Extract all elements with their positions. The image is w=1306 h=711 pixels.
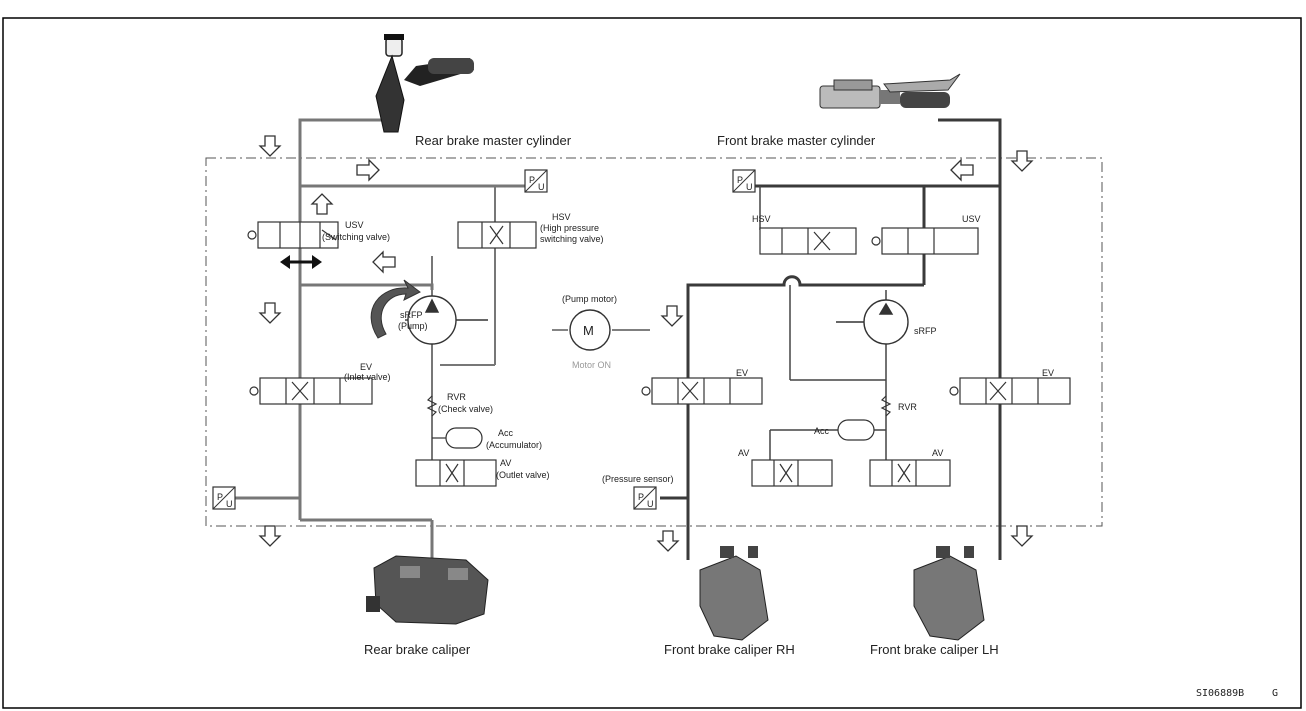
srfp-left-label: sRFP xyxy=(400,310,423,320)
front-hsv-valve xyxy=(759,227,857,255)
acc-left-sublabel: (Accumulator) xyxy=(486,440,542,450)
front-caliper-rh-label: Front brake caliper RH xyxy=(664,642,795,657)
front-caliper-pressure-sensor: P U xyxy=(633,486,657,510)
motor-on-label: Motor ON xyxy=(572,360,611,370)
flow-arrow-down-icon xyxy=(259,302,281,324)
rear-av-valve xyxy=(415,459,497,487)
front-master-cylinder-label: Front brake master cylinder xyxy=(717,133,876,148)
flow-arrow-right-icon xyxy=(356,159,380,181)
rear-hsv-valve xyxy=(457,221,537,249)
srfp-right-label: sRFP xyxy=(914,326,937,336)
rear-caliper-label: Rear brake caliper xyxy=(364,642,471,657)
rear-master-pressure-sensor: P U xyxy=(524,169,548,193)
front-ev-valve-lh xyxy=(949,377,1071,405)
svg-text:U: U xyxy=(647,499,654,509)
pump-motor-label: (Pump motor) xyxy=(562,294,617,304)
front-av-valve-lh xyxy=(869,459,951,487)
front-master-cylinder-illustration xyxy=(819,73,961,109)
outer-border xyxy=(2,17,1302,709)
flow-arrow-left-icon xyxy=(950,159,974,181)
ev-right-a-label: EV xyxy=(736,368,748,378)
svg-text:P: P xyxy=(217,492,223,502)
hsv-right-label: HSV xyxy=(752,214,771,224)
rear-caliper-illustration xyxy=(366,555,489,625)
acc-right-label: Acc xyxy=(814,426,830,436)
ev-left-label: EV xyxy=(360,362,372,372)
svg-text:U: U xyxy=(538,182,545,192)
rear-ev-valve xyxy=(249,377,373,405)
rvr-left-sublabel: (Check valve) xyxy=(438,404,493,414)
front-caliper-rh-illustration xyxy=(699,546,769,641)
flow-arrow-up-icon xyxy=(311,193,333,215)
av-right-b-label: AV xyxy=(932,448,943,458)
front-ev-valve-rh xyxy=(641,377,763,405)
ev-left-sublabel: (Inlet valve) xyxy=(344,372,391,382)
front-master-pressure-sensor: P U xyxy=(732,169,756,193)
svg-text:P: P xyxy=(737,175,743,185)
front-rvr-spring xyxy=(880,395,892,417)
hsv-left-sub2: switching valve) xyxy=(540,234,604,244)
flow-arrow-left-icon xyxy=(372,251,396,273)
rvr-right-label: RVR xyxy=(898,402,917,412)
hsv-left-sub1: (High pressure xyxy=(540,223,599,233)
ev-right-b-label: EV xyxy=(1042,368,1054,378)
svg-text:P: P xyxy=(529,175,535,185)
flow-arrow-down-icon xyxy=(1011,525,1033,547)
flow-arrow-down-icon xyxy=(259,135,281,157)
usv-left-label: USV xyxy=(345,220,364,230)
front-accumulator xyxy=(837,419,875,441)
double-arrow-icon xyxy=(280,255,322,269)
rear-caliper-pressure-sensor: P U xyxy=(212,486,236,510)
hsv-left-label: HSV xyxy=(552,212,571,222)
srfp-left-sublabel: (Pump) xyxy=(398,321,428,331)
av-left-label: AV xyxy=(500,458,511,468)
front-usv-valve xyxy=(871,227,979,255)
rear-circuit-lines xyxy=(220,118,544,560)
rear-accumulator xyxy=(445,427,483,449)
pressure-sensor-label: (Pressure sensor) xyxy=(602,474,674,484)
flow-arrow-down-icon xyxy=(657,530,679,552)
usv-left-sublabel: (Switching valve) xyxy=(322,232,390,242)
motor-letter: M xyxy=(583,323,594,338)
front-caliper-lh-label: Front brake caliper LH xyxy=(870,642,999,657)
pump-motor xyxy=(569,309,611,351)
av-left-sublabel: (Outlet valve) xyxy=(496,470,550,480)
av-right-a-label: AV xyxy=(738,448,749,458)
hydraulic-unit-boundary xyxy=(205,157,1103,527)
figure-code-suffix: G xyxy=(1272,688,1278,699)
acc-left-label: Acc xyxy=(498,428,514,438)
rear-rvr-spring xyxy=(426,395,438,417)
svg-text:U: U xyxy=(226,499,233,509)
pump-rotation-arrow xyxy=(370,279,421,339)
rear-usv-valve xyxy=(247,221,339,249)
flow-arrow-down-icon xyxy=(1011,150,1033,172)
rear-pump xyxy=(405,295,488,345)
rear-master-cylinder-label: Rear brake master cylinder xyxy=(415,133,572,148)
rvr-left-label: RVR xyxy=(447,392,466,402)
rear-master-cylinder-illustration xyxy=(375,34,474,133)
front-circuit-lines xyxy=(660,118,1002,560)
front-caliper-lh-illustration xyxy=(913,546,985,641)
front-av-valve-rh xyxy=(751,459,833,487)
front-pump xyxy=(836,299,909,345)
svg-text:U: U xyxy=(746,182,753,192)
flow-arrow-down-icon xyxy=(259,525,281,547)
usv-right-label: USV xyxy=(962,214,981,224)
figure-code: SI06889B xyxy=(1196,688,1244,699)
flow-arrow-down-icon xyxy=(661,305,683,327)
svg-text:P: P xyxy=(638,492,644,502)
